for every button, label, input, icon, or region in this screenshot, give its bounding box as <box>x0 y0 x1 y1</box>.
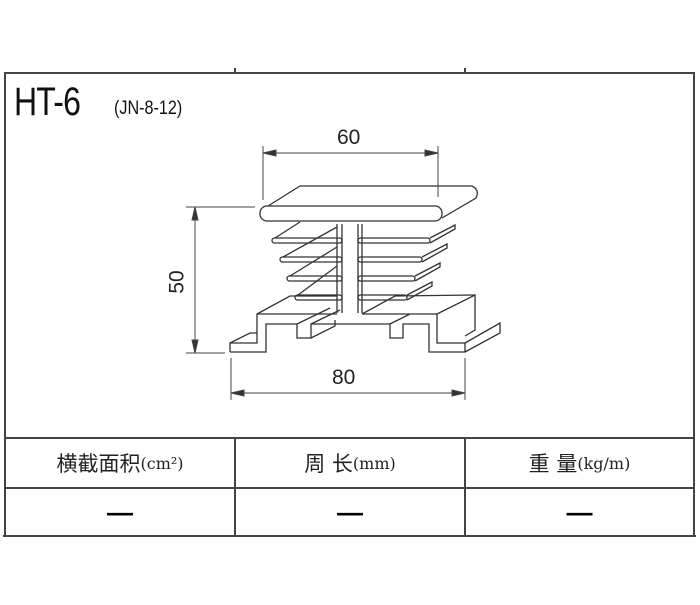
base <box>229 293 501 353</box>
model-title: HT-6 <box>14 80 81 124</box>
dimension-lines <box>186 146 466 400</box>
model-subtitle: (JN-8-12) <box>114 98 183 119</box>
top-plate <box>259 185 478 222</box>
header-perimeter: 周 长(mm) <box>235 440 465 486</box>
frame <box>3 68 696 537</box>
header-weight: 重 量(kg/m) <box>465 440 694 486</box>
header-label: 横截面积 <box>56 452 141 476</box>
header-label: 周 长 <box>304 452 353 476</box>
dim-width-base: 80 <box>332 366 356 389</box>
header-unit: (kg/m) <box>577 453 631 473</box>
value-perimeter: — <box>337 496 363 527</box>
value-weight: — <box>566 496 593 527</box>
header-cross-section-area: 横截面积(cm²) <box>5 440 235 486</box>
dim-width-top: 60 <box>337 126 361 149</box>
value-cross-section-area: — <box>107 496 133 527</box>
header-unit: (mm) <box>352 453 396 473</box>
header-label: 重 量 <box>528 452 578 476</box>
dim-height: 50 <box>165 270 189 294</box>
fins <box>271 221 456 313</box>
header-unit: (cm²) <box>140 453 184 473</box>
